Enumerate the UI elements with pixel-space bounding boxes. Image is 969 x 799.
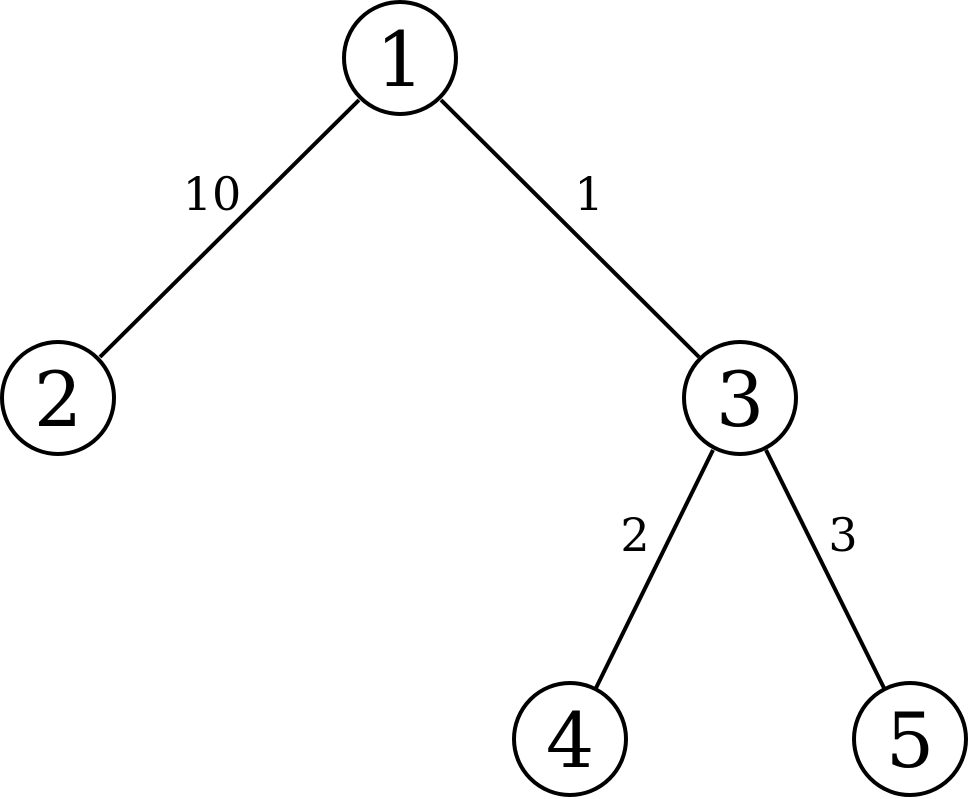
edge-3-4: [594, 449, 715, 689]
edge-weight-3-5: 3: [828, 508, 857, 562]
edge-weight-3-4: 2: [620, 508, 649, 562]
node-2-label: 2: [34, 355, 82, 444]
edges: [98, 98, 886, 689]
node-5: 5: [852, 681, 968, 797]
edge-1-3: [439, 98, 701, 359]
node-4: 4: [512, 681, 628, 797]
node-3: 3: [682, 340, 798, 456]
edge-1-2: [98, 98, 361, 359]
node-2-circle: [0, 340, 116, 456]
node-1: 1: [342, 0, 458, 116]
node-3-circle: [682, 340, 798, 456]
node-4-label: 4: [546, 696, 594, 785]
node-1-circle: [342, 0, 458, 116]
node-5-circle: [852, 681, 968, 797]
edge-3-5: [764, 449, 886, 689]
node-5-label: 5: [886, 696, 934, 785]
node-4-circle: [512, 681, 628, 797]
node-3-label: 3: [716, 355, 764, 444]
edge-weight-1-3: 1: [574, 167, 603, 221]
node-1-label: 1: [376, 15, 424, 104]
edge-weight-1-2: 10: [183, 167, 242, 221]
node-2: 2: [0, 340, 116, 456]
edge-labels: 10 1 2 3: [183, 167, 858, 562]
